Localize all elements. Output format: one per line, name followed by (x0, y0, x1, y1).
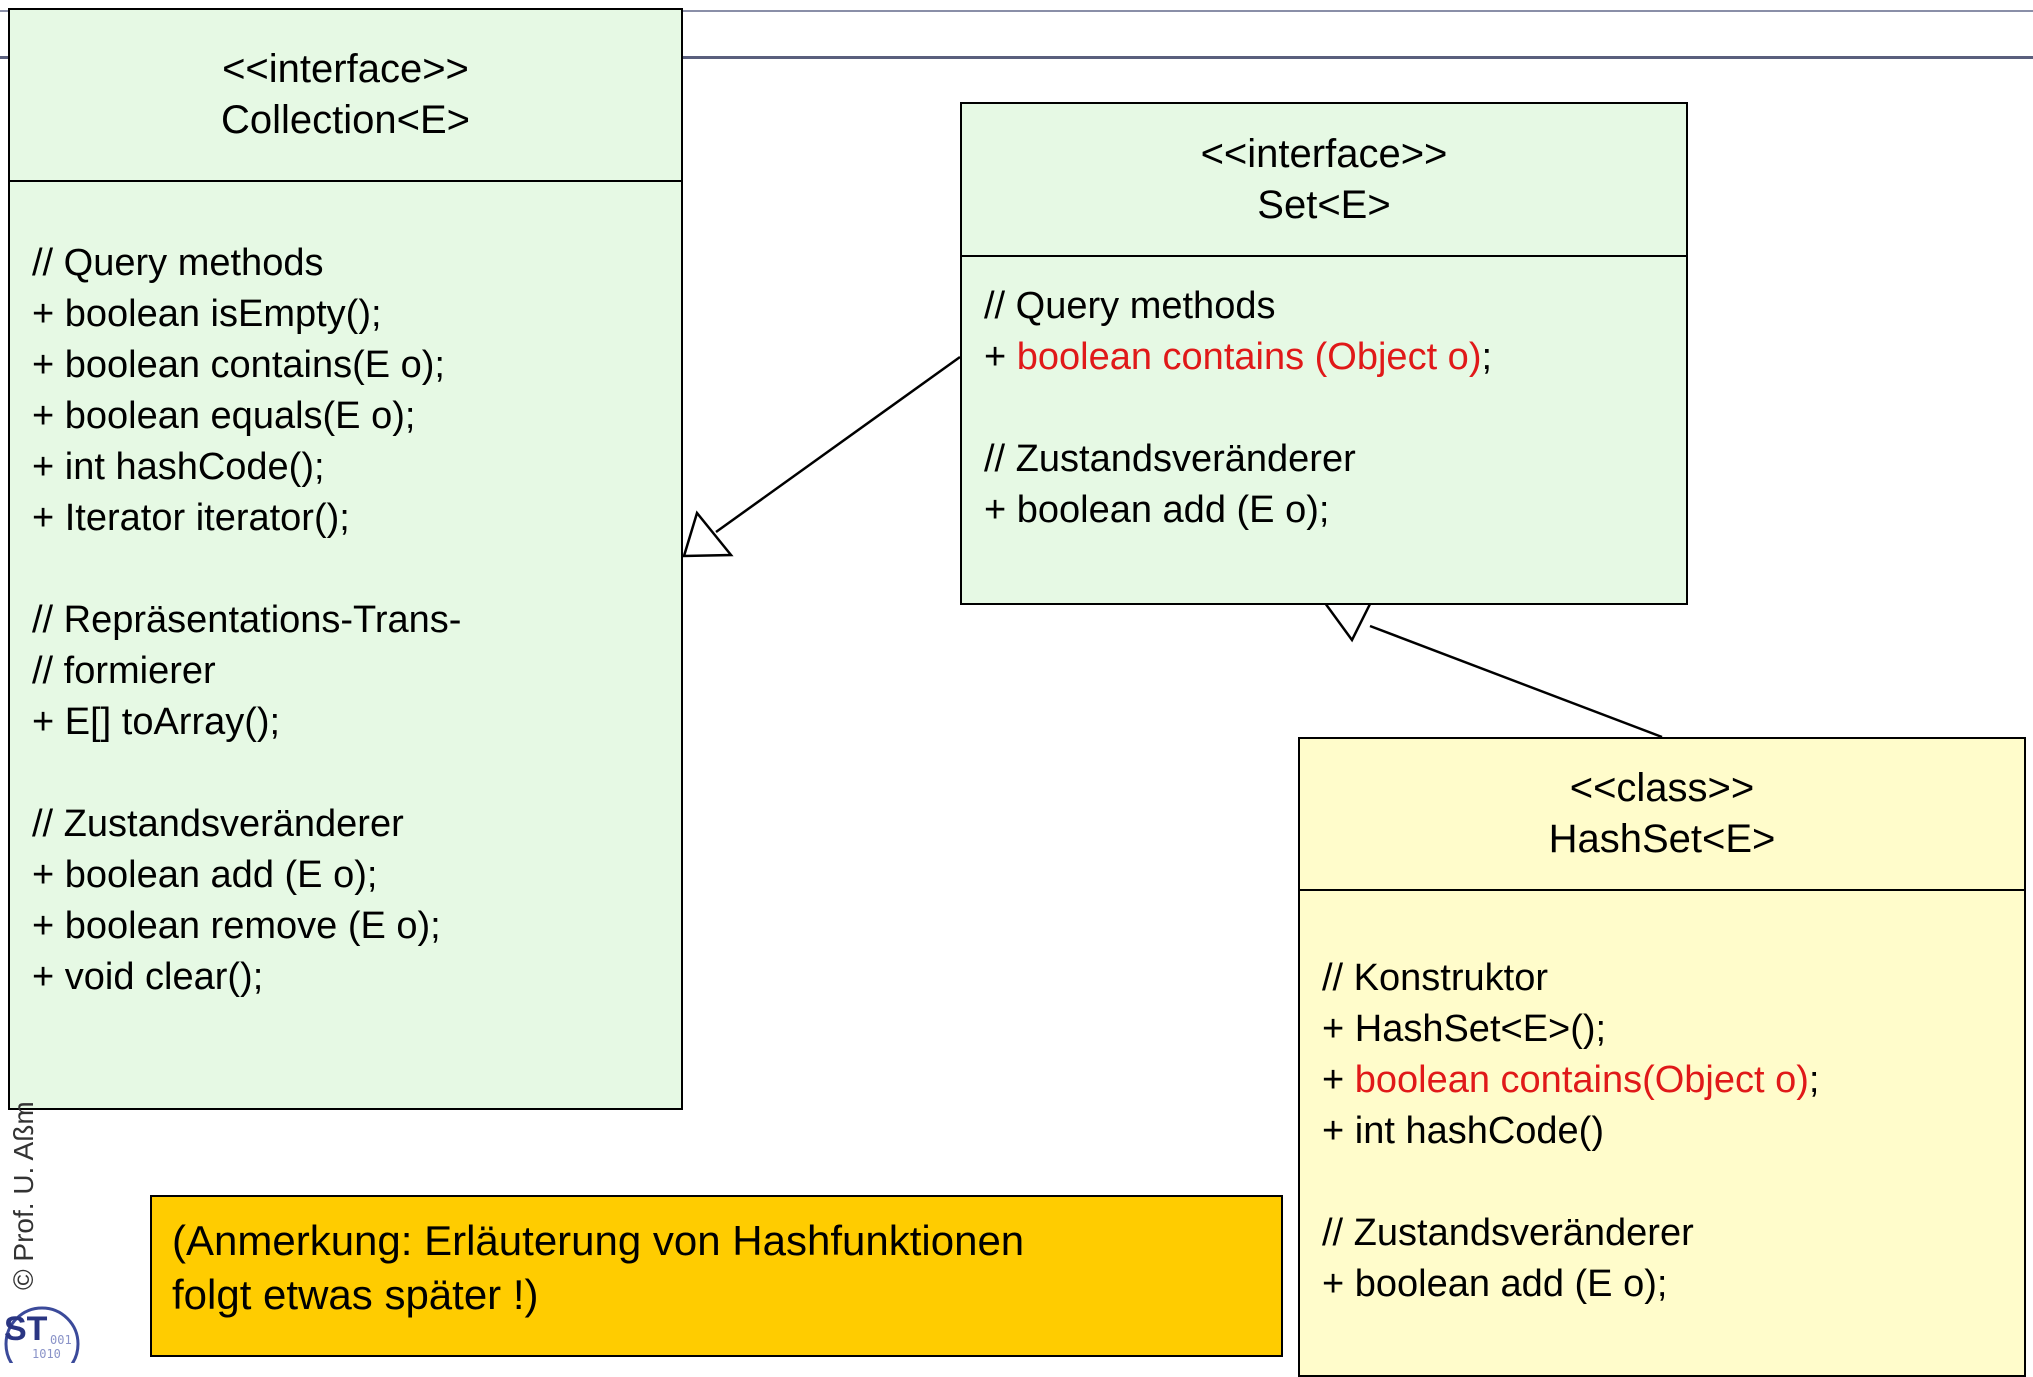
hashset-to-set-edge (1369, 624, 1663, 739)
hashset-header: <<class>> HashSet<E> (1300, 739, 2024, 891)
set-to-collection-edge (715, 355, 961, 534)
highlighted-method: boolean contains (Object o) (1016, 336, 1482, 378)
collection-name: Collection<E> (220, 98, 471, 142)
member-line: + boolean contains(Object o); (1322, 1055, 2024, 1106)
st-logo-icon: 001 1010 ST (4, 1306, 80, 1363)
header-rule (0, 56, 2033, 59)
member-suffix: ; (1808, 1059, 1820, 1101)
member-line (984, 383, 1686, 434)
hashset-name: HashSet<E> (1548, 817, 1776, 861)
member-line: + boolean add (E o); (984, 489, 1330, 531)
member-line: + int hashCode() (1322, 1110, 1604, 1152)
hashset-members: // Konstruktor + HashSet<E>(); + boolean… (1300, 953, 2024, 1310)
member-line: + void clear(); (32, 956, 264, 998)
member-prefix: + (1322, 1059, 1355, 1101)
member-line (32, 544, 681, 595)
member-line: + boolean remove (E o); (32, 905, 441, 947)
member-line: + boolean add (E o); (32, 854, 378, 896)
set-name: Set<E> (1257, 182, 1391, 227)
member-line (32, 748, 681, 799)
set-members: // Query methods + boolean contains (Obj… (962, 281, 1686, 536)
member-line: // Konstruktor (1322, 957, 1548, 999)
set-interface-box[interactable]: <<interface>> Set<E> // Query methods + … (960, 102, 1688, 605)
highlighted-method: boolean contains(Object o) (1354, 1059, 1809, 1101)
logo-text: ST (4, 1310, 48, 1348)
member-prefix: + (984, 336, 1017, 378)
svg-text:1010: 1010 (32, 1347, 61, 1361)
copyright-text: © Prof. U. Aßm (8, 1101, 39, 1290)
copyright-notice: © Prof. U. Aßm (8, 1100, 52, 1290)
member-line (1322, 1157, 2024, 1208)
collection-arrowhead (682, 510, 734, 558)
hashset-stereotype: <<class>> (1569, 766, 1755, 810)
member-line: // Zustandsveränderer (984, 438, 1356, 480)
member-line: // Query methods (984, 285, 1276, 327)
hashset-class-box[interactable]: <<class>> HashSet<E> // Konstruktor + Ha… (1298, 737, 2026, 1377)
member-line: // formierer (32, 650, 216, 692)
note-line-1: (Anmerkung: Erläuterung von Hashfunktion… (172, 1217, 1025, 1264)
member-line: // Repräsentations-Trans- (32, 599, 462, 641)
member-line: + int hashCode(); (32, 446, 325, 488)
member-line: + boolean equals(E o); (32, 395, 416, 437)
member-line: + boolean add (E o); (1322, 1263, 1668, 1305)
member-line: + E[] toArray(); (32, 701, 281, 743)
member-line: // Zustandsveränderer (1322, 1212, 1694, 1254)
top-rule (0, 10, 2033, 12)
member-line: + boolean contains (Object o); (984, 332, 1686, 383)
note-line-2: folgt etwas später !) (172, 1271, 539, 1318)
set-stereotype: <<interface>> (1200, 131, 1448, 176)
member-line: + boolean isEmpty(); (32, 293, 382, 335)
collection-members: // Query methods + boolean isEmpty(); + … (10, 238, 681, 1003)
annotation-note: (Anmerkung: Erläuterung von Hashfunktion… (150, 1195, 1283, 1357)
member-line: + boolean contains(E o); (32, 344, 445, 386)
svg-text:001: 001 (50, 1333, 72, 1347)
collection-interface-box[interactable]: <<interface>> Collection<E> // Query met… (8, 8, 683, 1110)
member-suffix: ; (1481, 336, 1493, 378)
collection-stereotype: <<interface>> (222, 47, 469, 91)
member-line: // Zustandsveränderer (32, 803, 404, 845)
set-arrowhead (1322, 598, 1375, 643)
collection-header: <<interface>> Collection<E> (10, 10, 681, 182)
set-header: <<interface>> Set<E> (962, 104, 1686, 257)
member-line: + Iterator iterator(); (32, 497, 350, 539)
member-line: // Query methods (32, 242, 324, 284)
member-line: + HashSet<E>(); (1322, 1008, 1607, 1050)
